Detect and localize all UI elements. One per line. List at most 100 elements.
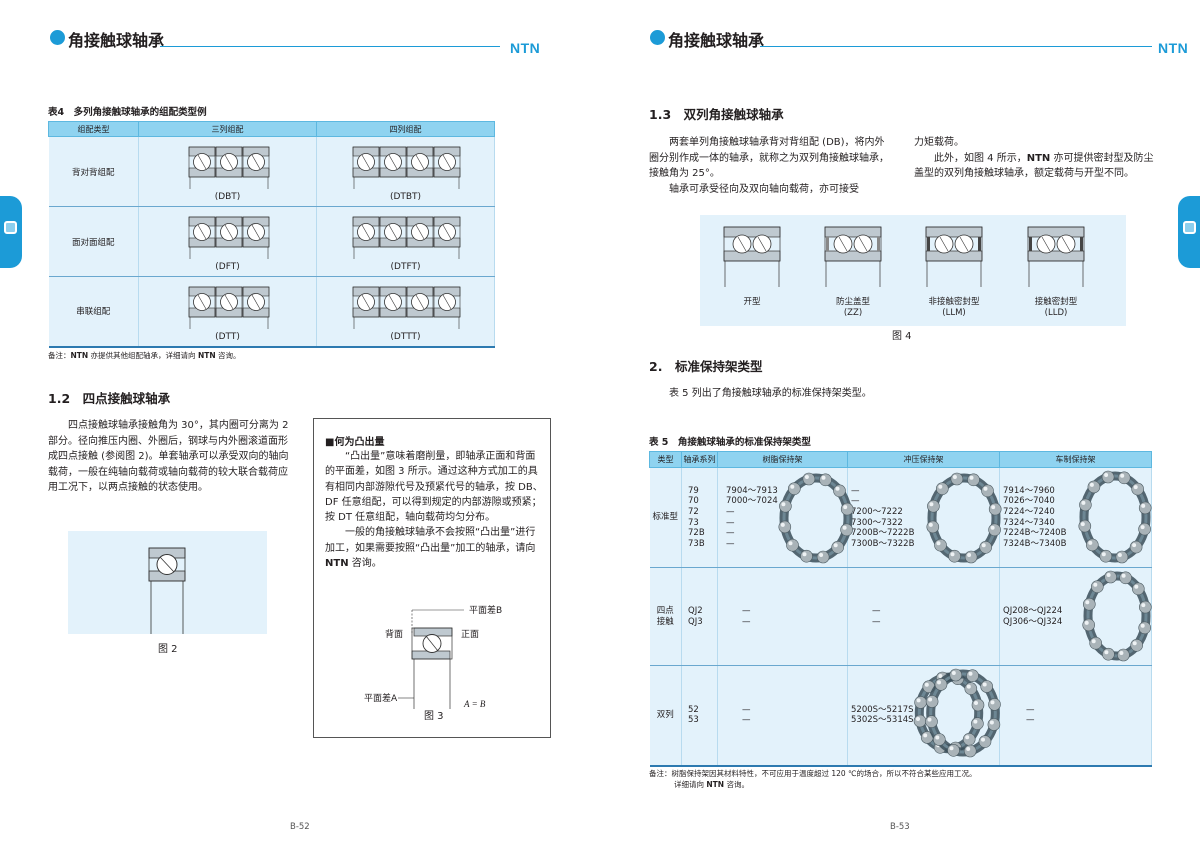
table5-machined: —— xyxy=(999,665,1152,767)
machined-cage-image xyxy=(1078,470,1152,564)
chapter-tab[interactable] xyxy=(0,196,22,268)
table5-cell-line: — xyxy=(872,616,881,627)
table5-cell-line: 79 xyxy=(688,485,699,496)
section-1-3-body-left: 两套单列角接触球轴承背对背组配 (DB)，将内外圈分别作成一体的轴承，就称之为双… xyxy=(649,135,889,197)
note-text: 详细请向 xyxy=(674,780,707,789)
note-suffix: 咨询。 xyxy=(215,351,241,360)
chapter-tab[interactable] xyxy=(1178,196,1200,268)
table5-resin: —— xyxy=(717,665,848,767)
header-rule xyxy=(760,46,1152,47)
fig4-item-zz: 防尘盖型(ZZ) xyxy=(823,225,883,318)
ntn-logo: NTN xyxy=(510,40,541,56)
page-number: B-52 xyxy=(290,822,310,832)
section-1-3-body-right: 力矩载荷。 此外，如图 4 所示，NTN 亦可提供密封型及防尘盖型的双列角接触球… xyxy=(914,135,1154,182)
table5-cell-line: 7224～7240 xyxy=(1003,506,1055,517)
paragraph: 一般的角接触球轴承不会按照“凸出量”进行加工，如果需要按照“凸出量”加工的轴承，… xyxy=(325,525,543,571)
four-point-bearing-icon xyxy=(148,547,186,634)
table5-cell-line: — xyxy=(851,485,860,496)
dtft-figure: (DTFT) xyxy=(316,206,495,277)
table4-code: (DTTT) xyxy=(390,331,421,342)
paragraph: 四点接触球轴承接触角为 30°，其内圈可分离为 2 部分。径向推压内圈、外圈后，… xyxy=(48,420,289,493)
table5-cell-line: 52 xyxy=(688,704,699,715)
table5-cell-line: QJ208～QJ224 xyxy=(1003,605,1063,616)
table5-cell-line: 72B xyxy=(688,528,705,539)
table4-note: 备注：NTN 亦提供其他组配轴承，详细请向 NTN 咨询。 xyxy=(48,350,241,361)
brand-text: NTN xyxy=(1026,152,1051,164)
table5-cell-line: — xyxy=(872,605,881,616)
table5-pressed: —— xyxy=(847,567,1000,666)
body-text: 亦可提供密封型及防尘盖型的双列角接触球轴承，额定载荷与开型不同。 xyxy=(914,152,1154,180)
table5-header: 车制保持架 xyxy=(999,451,1152,468)
fig3-caption: 图 3 xyxy=(424,711,444,722)
table5-cell-line: 5200S～5217S xyxy=(851,704,914,715)
table5-cell-line: 73 xyxy=(688,517,699,528)
fig4-label-code: (ZZ) xyxy=(843,308,863,318)
fig4-label-code: (LLD) xyxy=(1044,308,1068,318)
table5-type: 标准型 xyxy=(649,467,682,568)
sidebox-title: ■何为凸出量 xyxy=(325,437,385,448)
table5-cell-line: 7324B～7340B xyxy=(1003,538,1067,549)
table-row: 背对背组配 (DBT) (DTBT) xyxy=(48,136,495,207)
sidebox-text: 一般的角接触球轴承不会按照“凸出量”进行加工，如果需要按照“凸出量”加工的轴承，… xyxy=(325,527,536,554)
ntn-logo: NTN xyxy=(1158,40,1189,56)
dttt-figure: (DTTT) xyxy=(316,276,495,348)
fig4-item-llm: 非接触密封型(LLM) xyxy=(924,225,984,318)
table5-note-line2: 详细请向 NTN 咨询。 xyxy=(649,779,977,790)
table5-header: 轴承系列 xyxy=(681,451,718,468)
table5-cell-line: — xyxy=(742,605,751,616)
table4-type: 串联组配 xyxy=(48,276,139,348)
header-dot-icon xyxy=(650,30,665,45)
table4-code: (DTT) xyxy=(215,331,240,342)
fig4-item-lld: 接触密封型(LLD) xyxy=(1026,225,1086,318)
header-rule xyxy=(160,46,500,47)
bearing-4-icon xyxy=(352,286,461,329)
bearing-4-icon xyxy=(352,146,461,189)
table5-cell-line: — xyxy=(742,616,751,627)
table5-cell-line: 72 xyxy=(688,506,699,517)
table4: 组配类型 三列组配 四列组配 背对背组配 (DBT) (DTBT) 面对面组配 … xyxy=(48,121,495,348)
table4-code: (DTBT) xyxy=(389,192,422,202)
table4-caption: 表4 多列角接触球轴承的组配类型例 xyxy=(48,107,207,118)
label-front: 正面 xyxy=(461,629,479,640)
left-header: 角接触球轴承 NTN xyxy=(50,28,550,56)
paragraph: 表 5 列出了角接触球轴承的标准保持架类型。 xyxy=(669,388,872,399)
table5-caption: 表 5 角接触球轴承的标准保持架类型 xyxy=(649,437,811,448)
bearing-icon xyxy=(4,221,17,234)
dtbt-figure: (DTBT) xyxy=(316,136,495,207)
figure-3-diagram: 平面差B 背面 正面 平面差A A = B xyxy=(364,604,502,709)
table5-cell-line: — xyxy=(742,715,751,726)
table5-note: 备注：树脂保持架因其材料特性，不可应用于温度超过 120 ℃的场合，所以不符合某… xyxy=(649,768,977,790)
section-1-2-body: 四点接触球轴承接触角为 30°，其内圈可分离为 2 部分。径向推压内圈、外圈后，… xyxy=(48,418,294,496)
bearing-icon xyxy=(1183,221,1196,234)
sidebox-text: 咨询。 xyxy=(348,558,382,570)
table5-cell-line: 70 xyxy=(688,496,699,507)
table5-cell-line: — xyxy=(1026,715,1035,726)
double-row-cage-image xyxy=(913,668,1001,758)
paragraph: 力矩载荷。 xyxy=(914,137,964,148)
fig4-label: 接触密封型(LLD) xyxy=(1006,297,1106,319)
brand-text: NTN xyxy=(197,351,216,360)
paragraph: “凸出量”意味着磨削量，即轴承正面和背面的平面差，如图 3 所示。通过这种方式加… xyxy=(325,451,543,524)
table4-type: 背对背组配 xyxy=(48,136,139,207)
table5-cell-line: 53 xyxy=(688,715,699,726)
section-2-body: 表 5 列出了角接触球轴承的标准保持架类型。 xyxy=(649,386,894,402)
table5-type: 双列 xyxy=(649,665,682,767)
fig2-caption: 图 2 xyxy=(158,644,178,655)
fig4-label-name: 开型 xyxy=(743,297,761,307)
table4-code: (DFT) xyxy=(215,262,240,272)
body-text: 此外，如图 4 所示， xyxy=(934,152,1027,164)
table5-cell-line: 7904～7913 xyxy=(726,485,778,496)
table4-header: 四列组配 xyxy=(316,121,495,137)
table4-header: 组配类型 xyxy=(48,121,139,137)
protrusion-sidebox: ■何为凸出量 “凸出量”意味着磨削量，即轴承正面和背面的平面差，如图 3 所示。… xyxy=(313,418,551,738)
sidebox-body: “凸出量”意味着磨削量，即轴承正面和背面的平面差，如图 3 所示。通过这种方式加… xyxy=(325,449,543,571)
four-point-cage-image xyxy=(1082,570,1152,662)
right-page: 角接触球轴承 NTN 1.3 双列角接触球轴承 两套单列角接触球轴承背对背组配 … xyxy=(600,0,1200,851)
table5-cell-line: — xyxy=(726,517,735,528)
table4-type: 面对面组配 xyxy=(48,206,139,277)
section-1-3-title: 1.3 双列角接触球轴承 xyxy=(649,107,784,122)
label-eq: A = B xyxy=(463,699,486,709)
table5-cell-line: 7914～7960 xyxy=(1003,485,1055,496)
